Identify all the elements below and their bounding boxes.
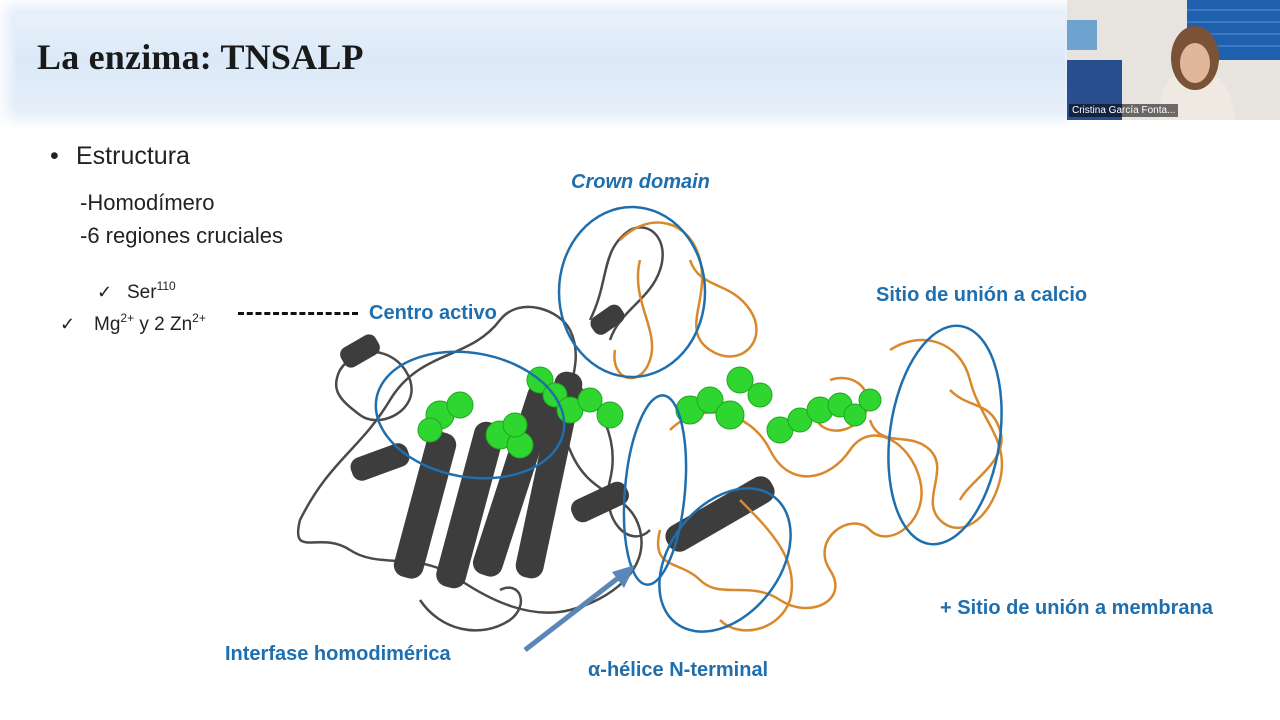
- label-interfase: Interfase homodimérica: [225, 643, 451, 665]
- label-sitio-membrana: + Sitio de unión a membrana: [940, 597, 1213, 619]
- participant-video-tile[interactable]: Cristina García Fonta...: [1067, 0, 1280, 120]
- check-icon: ✓: [97, 282, 113, 302]
- bullet-text: Estructura: [76, 142, 190, 170]
- label-sitio-calcio: Sitio de unión a calcio: [876, 284, 1088, 306]
- check-text-2: y 2 Zn: [134, 314, 193, 335]
- bullet-estructura: • Estructura: [50, 142, 190, 171]
- check-sup: 2+: [120, 311, 135, 325]
- check-text: Ser: [127, 282, 157, 303]
- participant-name: Cristina García Fonta...: [1069, 104, 1179, 117]
- sub-item-homodimero: -Homodímero: [80, 190, 215, 215]
- label-centro-activo: Centro activo: [369, 302, 497, 324]
- bullet-dot: •: [50, 142, 59, 170]
- check-sup-2: 2+: [192, 311, 206, 325]
- participant-video-frame: [1067, 0, 1280, 120]
- check-text: Mg: [94, 314, 121, 335]
- slide-title: La enzima: TNSALP: [37, 37, 364, 77]
- check-item-ser: ✓ Ser110: [97, 279, 176, 304]
- label-crown-domain: Crown domain: [571, 171, 710, 193]
- title-band: [15, 14, 1065, 110]
- protein-structure-image: [296, 205, 1004, 652]
- gray-helices: [340, 304, 775, 589]
- dashed-connector: [238, 312, 358, 315]
- check-item-metals: ✓Mg2+ y 2 Zn2+: [60, 311, 206, 336]
- sub-item-regiones: -6 regiones cruciales: [80, 223, 283, 248]
- region-outlines: [374, 205, 1003, 633]
- check-sup: 110: [156, 279, 176, 293]
- check-icon: ✓: [60, 314, 76, 334]
- interface-arrow: [523, 565, 635, 652]
- green-ligands: [417, 366, 882, 459]
- label-helice: α-hélice N-terminal: [588, 659, 769, 681]
